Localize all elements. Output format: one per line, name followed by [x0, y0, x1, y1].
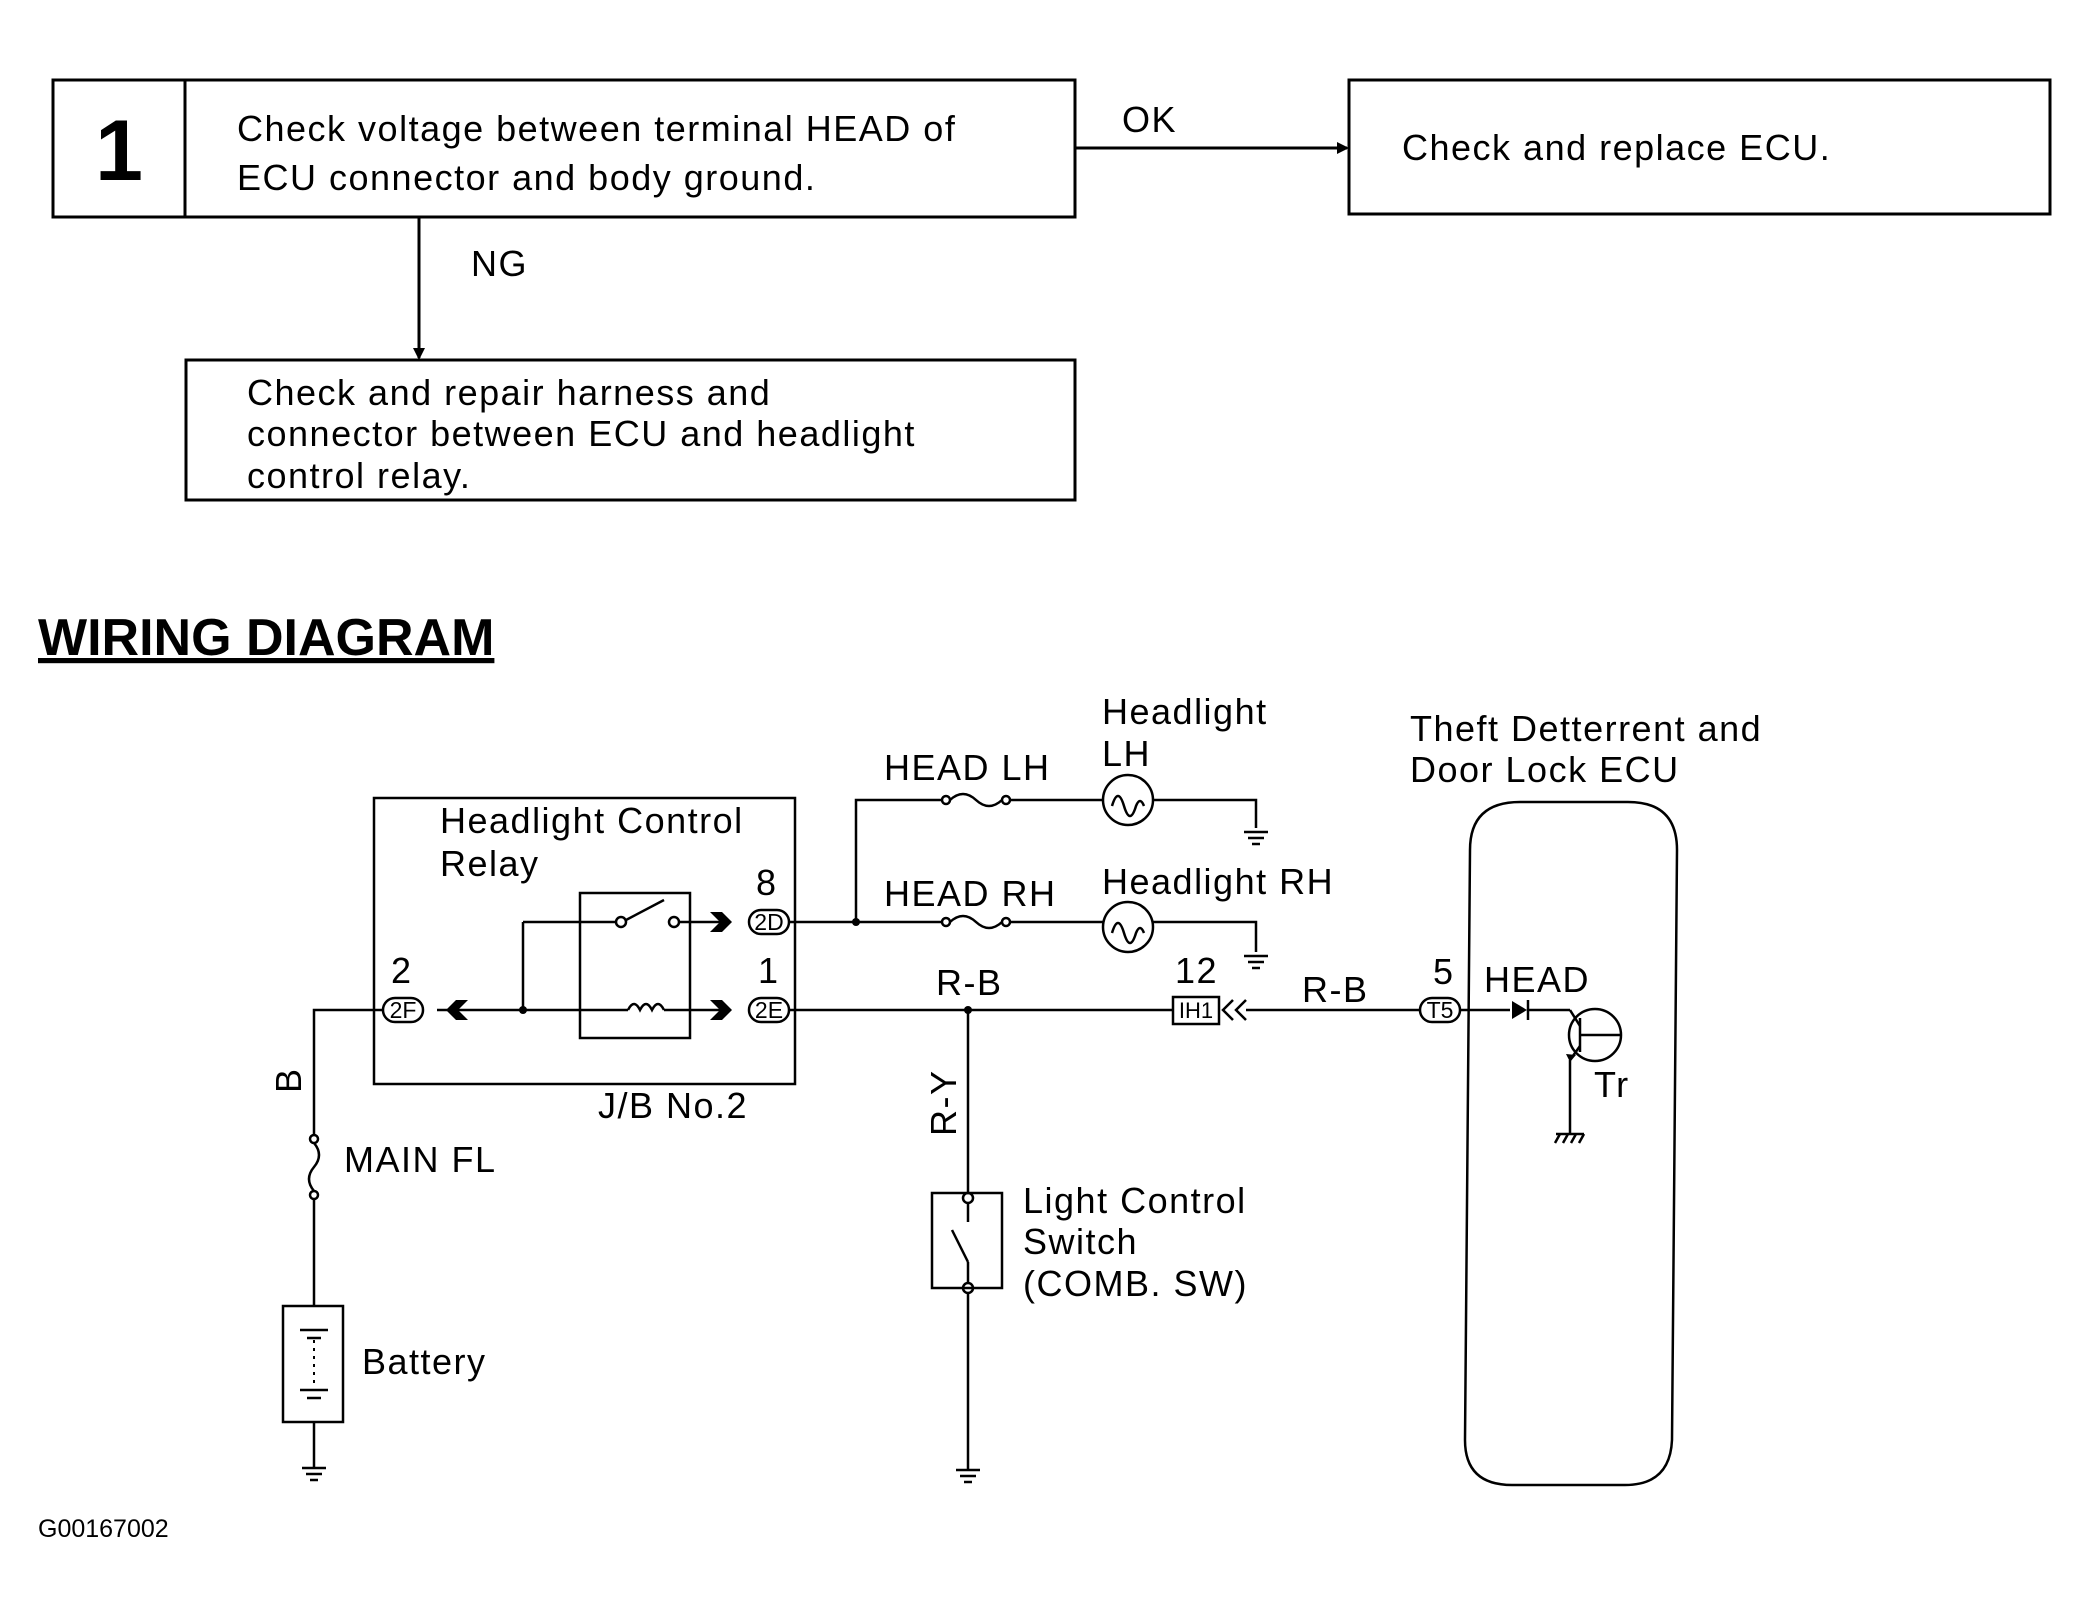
relay-label-line-1: Headlight Control — [440, 800, 744, 841]
ecu-label-line-2: Door Lock ECU — [1410, 749, 1680, 790]
flowchart: 1 Check voltage between terminal HEAD of… — [51, 78, 2052, 502]
transistor-label: Tr — [1594, 1064, 1630, 1105]
headlight-circuit: HEAD LH Headlight LH HEAD RH Headlight R… — [789, 691, 1334, 970]
ok-result-box — [1347, 78, 2052, 216]
headlight-control-relay — [578, 891, 720, 1040]
connector-ih1: IH1 12 — [1171, 950, 1247, 1026]
ng-result-line-2: connector between ECU and headlight — [247, 413, 916, 454]
power-feed: B MAIN FL Battery — [268, 1008, 497, 1482]
ng-label: NG — [471, 243, 528, 284]
head-rh-label: HEAD RH — [884, 873, 1057, 914]
fuse-head-lh — [940, 792, 1012, 808]
fuse-head-rh — [940, 914, 1012, 930]
head-terminal-label: HEAD — [1484, 959, 1590, 1000]
wiring-diagram: Headlight Control Relay J/B No.2 — [268, 691, 1762, 1487]
step-1-box: 1 Check voltage between terminal HEAD of… — [51, 78, 1077, 219]
connector-2d: 2D 8 — [747, 862, 791, 936]
diode — [1512, 1000, 1530, 1020]
theft-deterrent-ecu: Theft Detterrent and Door Lock ECU HEAD … — [1410, 708, 1762, 1487]
headlight-lh-label-line-2: LH — [1102, 733, 1151, 774]
jb-label: J/B No.2 — [598, 1085, 748, 1126]
ok-result-text: Check and replace ECU. — [1402, 127, 1831, 168]
wire-b-label: B — [268, 1067, 309, 1093]
pin-8: 8 — [756, 862, 778, 903]
light-switch-label-line-3: (COMB. SW) — [1023, 1263, 1248, 1304]
ok-branch: OK Check and replace ECU. — [1075, 78, 2052, 216]
svg-text:IH1: IH1 — [1179, 998, 1213, 1023]
pin-5: 5 — [1433, 951, 1455, 992]
ng-result-line-1: Check and repair harness and — [247, 372, 771, 413]
ecu-ground — [1553, 1132, 1586, 1144]
ecu-label-line-1: Theft Detterrent and — [1410, 708, 1762, 749]
figure-id: G00167002 — [38, 1515, 169, 1543]
battery-label: Battery — [362, 1341, 487, 1382]
svg-text:2F: 2F — [390, 997, 417, 1023]
step-number: 1 — [95, 103, 143, 199]
main-fl-label: MAIN FL — [344, 1139, 497, 1180]
ng-result-box — [184, 358, 1077, 502]
ng-result-line-3: control relay. — [247, 455, 471, 496]
main-fusible-link — [307, 1133, 321, 1201]
svg-text:T5: T5 — [1427, 997, 1454, 1023]
light-switch-branch: R-Y Light Control Switch (COMB. SW) — [923, 1010, 1248, 1484]
pin-12: 12 — [1175, 950, 1218, 991]
pin-1: 1 — [758, 950, 780, 991]
headlight-lh-bulb — [1101, 773, 1155, 827]
battery-symbol — [281, 1304, 345, 1424]
light-switch-label-line-2: Switch — [1023, 1221, 1138, 1262]
step-text-line-1: Check voltage between terminal HEAD of — [237, 108, 956, 149]
wire-ry-label: R-Y — [923, 1070, 964, 1137]
step-text-line-2: ECU connector and body ground. — [237, 157, 816, 198]
connector-t5: T5 5 — [1418, 951, 1462, 1024]
light-switch-label-line-1: Light Control — [1023, 1180, 1247, 1221]
wire-rb-label-1: R-B — [936, 962, 1003, 1003]
wire-rb-label-2: R-B — [1302, 969, 1369, 1010]
head-lh-label: HEAD LH — [884, 747, 1051, 788]
headlight-lh-label-line-1: Headlight — [1102, 691, 1268, 732]
wiring-diagram-title: WIRING DIAGRAM — [38, 609, 494, 667]
control-line: R-B IH1 12 R-B T5 5 — [789, 950, 1462, 1026]
svg-text:2D: 2D — [754, 909, 783, 935]
headlight-rh-label: Headlight RH — [1102, 861, 1334, 902]
transistor — [1566, 1007, 1623, 1063]
svg-text:2E: 2E — [755, 997, 783, 1023]
headlight-rh-bulb — [1101, 900, 1155, 954]
light-control-switch — [930, 1191, 1004, 1295]
ok-label: OK — [1122, 99, 1177, 140]
relay-label-line-2: Relay — [440, 843, 540, 884]
pin-2: 2 — [391, 950, 413, 991]
junction-block: Headlight Control Relay J/B No.2 — [372, 796, 797, 1126]
connector-2f: 2F 2 — [381, 950, 425, 1024]
ng-branch: NG Check and repair harness and connecto… — [184, 217, 1077, 502]
connector-2e: 2E 1 — [747, 950, 791, 1024]
